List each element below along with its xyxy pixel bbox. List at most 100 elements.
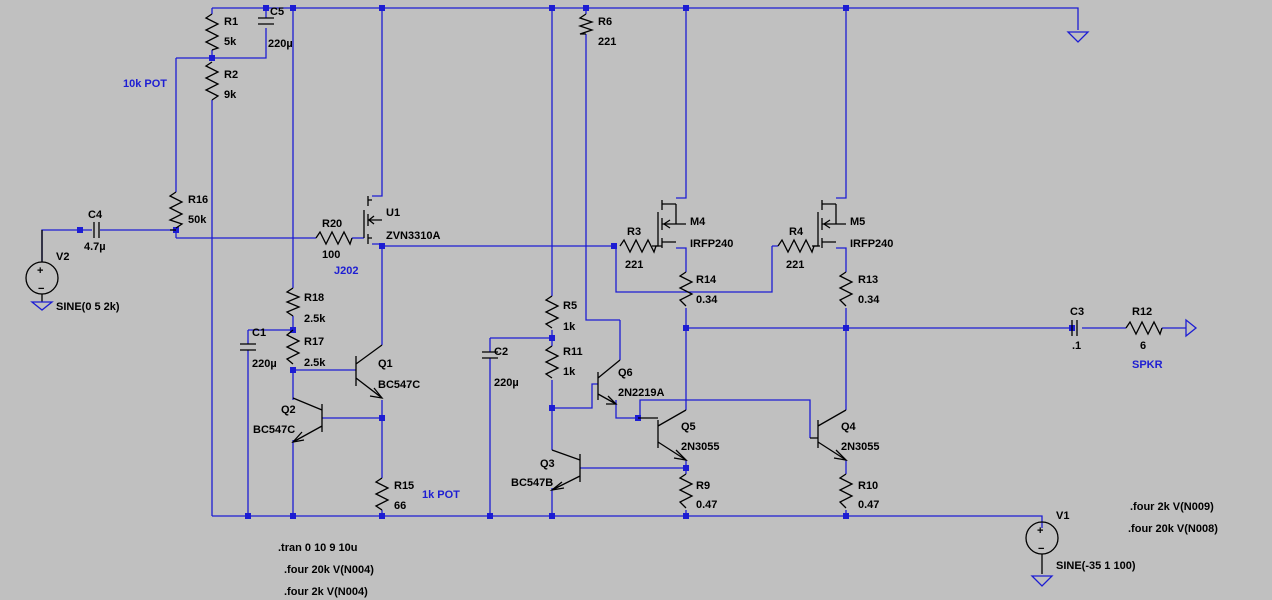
r4-name: R4 [789, 226, 804, 238]
q6-value: 2N2219A [618, 387, 665, 399]
r1-body [204, 13, 220, 51]
ground-icon [30, 301, 54, 311]
c4-body [93, 222, 100, 238]
r4-value: 221 [786, 259, 804, 271]
junctions [77, 5, 1075, 519]
c1-name: C1 [252, 327, 266, 339]
c3-body [1071, 320, 1078, 336]
r17-body [285, 329, 301, 365]
r16-body [168, 191, 184, 229]
r15-body [374, 477, 390, 511]
c5-name: C5 [270, 6, 284, 18]
q3-value: BC547B [511, 477, 553, 489]
q6-bjt [597, 359, 621, 405]
pot-1k-note: 1k POT [422, 489, 460, 501]
r5-value: 1k [563, 321, 576, 333]
r14-name: R14 [696, 274, 717, 286]
r10-value: 0.47 [858, 499, 879, 511]
r3-value: 221 [625, 259, 643, 271]
q4-bjt [810, 409, 848, 461]
ground-icon [1066, 31, 1090, 43]
q4-name: Q4 [841, 421, 857, 433]
r9-value: 0.47 [696, 499, 717, 511]
q5-bjt [638, 409, 688, 461]
r5-body [544, 295, 560, 329]
q5-name: Q5 [681, 421, 696, 433]
r14-body [678, 271, 694, 307]
c2-value: 220µ [494, 377, 519, 389]
v2-source: + − [25, 230, 59, 302]
r18-body [285, 287, 301, 317]
v2-name: V2 [56, 251, 69, 263]
r2-value: 9k [224, 89, 237, 101]
r3-name: R3 [627, 226, 641, 238]
c5-value: 220µ [268, 38, 293, 50]
q6-name: Q6 [618, 367, 633, 379]
v1-source: + − [1025, 521, 1059, 574]
r6-body [577, 13, 595, 35]
q2-name: Q2 [281, 404, 296, 416]
r4-body [777, 238, 820, 254]
c4-value: 4.7µ [84, 241, 106, 253]
j202-note: J202 [334, 265, 358, 277]
q1-name: Q1 [378, 358, 393, 370]
r11-name: R11 [563, 346, 583, 358]
m4-mosfet [652, 200, 686, 248]
m4-name: M4 [690, 216, 706, 228]
r2-name: R2 [224, 69, 238, 81]
speaker-port-icon [1185, 318, 1198, 338]
q2-bjt [291, 397, 323, 443]
u1-value: ZVN3310A [386, 230, 440, 242]
v1-value: SINE(-35 1 100) [1056, 560, 1136, 572]
r15-name: R15 [394, 480, 414, 492]
r2-body [204, 61, 220, 101]
r15-value: 66 [394, 500, 406, 512]
r20-value: 100 [322, 249, 340, 261]
spkr-note: SPKR [1132, 359, 1163, 371]
u1-name: U1 [386, 207, 400, 219]
r11-value: 1k [563, 366, 576, 378]
r14-value: 0.34 [696, 294, 718, 306]
c2-body [482, 351, 498, 359]
r12-body [1125, 320, 1163, 336]
q4-value: 2N3055 [841, 441, 880, 453]
c3-value: .1 [1072, 340, 1081, 352]
q2-value: BC547C [253, 424, 295, 436]
r17-name: R17 [304, 336, 324, 348]
c4-name: C4 [88, 209, 103, 221]
r13-value: 0.34 [858, 294, 880, 306]
c1-value: 220µ [252, 358, 277, 370]
m5-mosfet [812, 200, 846, 248]
c2-name: C2 [494, 346, 508, 358]
q3-name: Q3 [540, 458, 555, 470]
r1-name: R1 [224, 16, 238, 28]
r17-value: 2.5k [304, 357, 326, 369]
r16-name: R16 [188, 194, 208, 206]
c5-body [258, 17, 274, 25]
r11-body [544, 345, 560, 379]
svg-text:+: + [37, 265, 43, 277]
r9-name: R9 [696, 480, 710, 492]
r13-body [838, 271, 854, 307]
svg-text:−: − [1038, 543, 1044, 555]
ground-icon [1030, 575, 1054, 587]
spice-directive: .four 20k V(N008) [1128, 523, 1218, 535]
c3-name: C3 [1070, 306, 1084, 318]
spice-directive: .four 20k V(N004) [284, 564, 374, 576]
svg-text:−: − [38, 283, 44, 295]
m5-name: M5 [850, 216, 865, 228]
v1-name: V1 [1056, 510, 1069, 522]
r3-body [619, 238, 662, 254]
u1-mosfet [363, 196, 382, 244]
q1-value: BC547C [378, 379, 420, 391]
q5-value: 2N3055 [681, 441, 720, 453]
r18-name: R18 [304, 292, 324, 304]
m4-value: IRFP240 [690, 238, 733, 250]
r10-name: R10 [858, 480, 878, 492]
r9-body [678, 473, 694, 509]
svg-text:+: + [1037, 525, 1043, 537]
r20-body [315, 230, 353, 246]
r12-value: 6 [1140, 340, 1146, 352]
c1-body [240, 343, 256, 351]
r6-value: 221 [598, 36, 616, 48]
